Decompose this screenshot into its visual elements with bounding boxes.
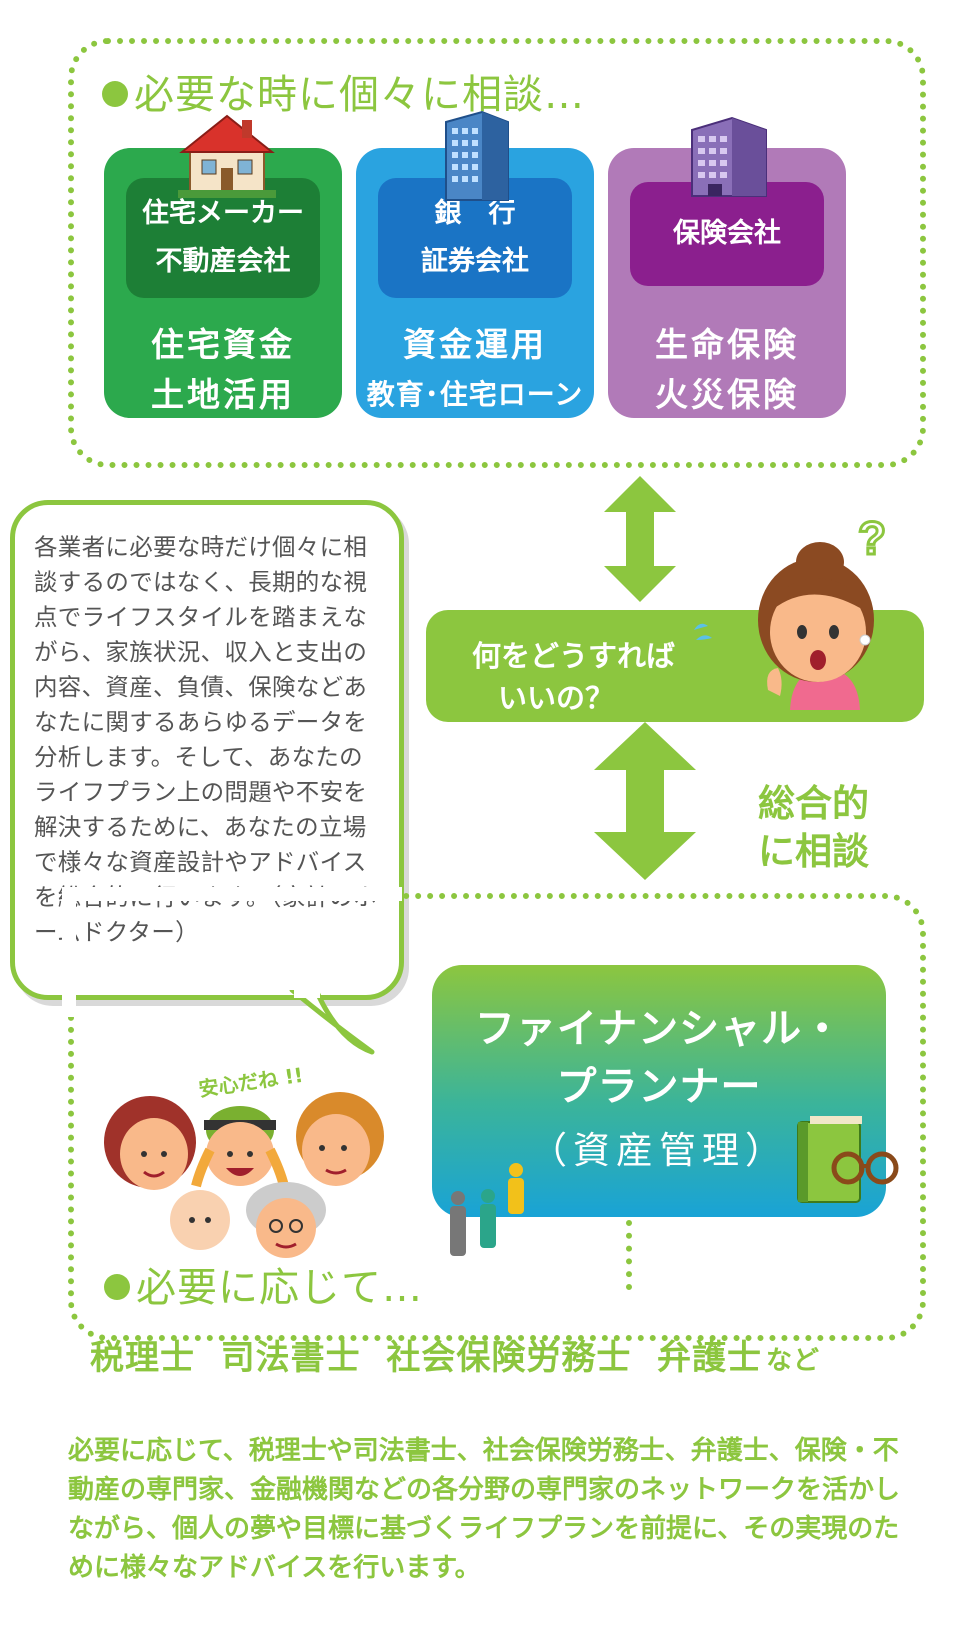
need-heading: 必要に応じて… (104, 1255, 423, 1313)
top-heading-text: 必要な時に個々に相談… (134, 72, 585, 118)
bullet-dot (104, 1274, 130, 1300)
professions-text: 税理士 司法書士 社会保険労務士 弁護士 (90, 1338, 763, 1378)
fp-subtitle: （資産管理） (530, 1129, 788, 1172)
card-bank-inner-line2: 証券会社 (421, 246, 529, 277)
card-bank-sub-line2: 教育･住宅ローン (366, 378, 584, 411)
card-insurance-sub-line2: 火災保険 (655, 375, 799, 414)
worried-woman-illustration: ? (758, 520, 888, 710)
bullet-dot (102, 81, 128, 107)
frame-mask (62, 887, 402, 901)
card-housing-inner-line1: 住宅メーカー (142, 198, 304, 229)
consult-line2: に相談 (758, 830, 869, 873)
card-bank-inner-line1: 銀 行 (434, 198, 516, 229)
double-arrow-bottom (594, 722, 696, 880)
people-figures-icon (450, 1163, 524, 1256)
card-insurance-inner: 保険会社 (630, 182, 824, 286)
card-housing-sub-line1: 住宅資金 (151, 325, 295, 364)
card-housing-sub-line2: 土地活用 (151, 375, 295, 414)
bottom-description: 必要に応じて、税理士や司法書士、社会保険労務士、弁護士、保険・不動産の専門家、金… (68, 1436, 901, 1583)
card-bank-inner: 銀 行 証券会社 (378, 178, 572, 298)
fp-title-line1: ファイナンシャル・ (474, 1006, 844, 1052)
connector-dotted (626, 1220, 632, 1290)
card-housing-inner: 住宅メーカー 不動産会社 (126, 178, 320, 298)
fp-title-line2: プランナー (556, 1064, 762, 1110)
family-illustration (104, 1092, 384, 1258)
book-glasses-icon (797, 1116, 899, 1203)
insurance-building-icon (691, 116, 767, 197)
consult-line1: 総合的 (758, 782, 869, 825)
card-housing-sub: 住宅資金 土地活用 (104, 320, 342, 420)
card-bank-sub-line1: 資金運用 (403, 325, 547, 364)
sweat-drop-icon (694, 623, 712, 640)
card-bank-sub: 資金運用 教育･住宅ローン (356, 320, 594, 420)
top-frame (68, 38, 926, 468)
card-insurance-sub-line1: 生命保険 (655, 325, 799, 364)
question-line2: いいの？ (498, 681, 615, 715)
bottom-frame (68, 893, 926, 1341)
professions-suffix: など (766, 1346, 821, 1376)
office-building-icon (445, 110, 509, 201)
question-text: 何をどうすれば いいの？ (472, 635, 675, 719)
question-line1: 何をどうすれば (472, 639, 676, 673)
card-bank: 銀 行 証券会社 資金運用 教育･住宅ローン (356, 148, 594, 418)
professions-list: 税理士 司法書士 社会保険労務士 弁護士など (90, 1330, 820, 1379)
consult-label: 総合的 に相談 (758, 780, 869, 876)
house-icon (178, 114, 276, 198)
card-insurance-inner-line1: 保険会社 (673, 218, 781, 249)
card-insurance: 保険会社 生命保険 火災保険 (608, 148, 846, 418)
card-insurance-sub: 生命保険 火災保険 (608, 320, 846, 420)
fp-title: ファイナンシャル・ プランナー (432, 1000, 886, 1116)
card-housing-inner-line2: 不動産会社 (155, 246, 291, 277)
frame-mask-left (62, 887, 76, 1017)
top-heading: 必要な時に個々に相談… (102, 62, 585, 120)
svg-text:?: ? (858, 520, 886, 564)
need-heading-text: 必要に応じて… (136, 1265, 423, 1311)
bubble-tail (289, 990, 375, 1055)
double-arrow-top (604, 476, 676, 602)
